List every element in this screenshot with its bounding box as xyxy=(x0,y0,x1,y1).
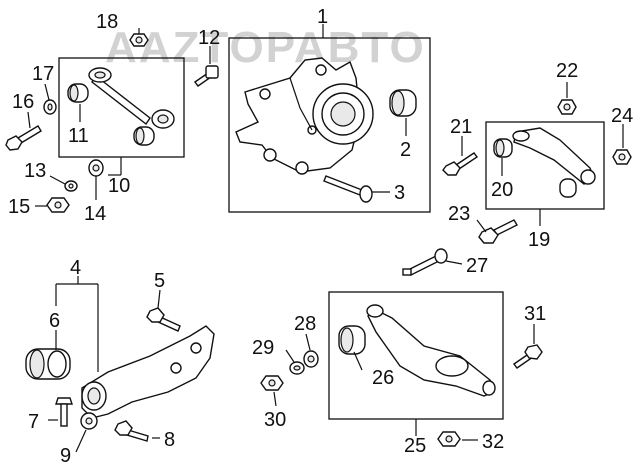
washer-13 xyxy=(64,180,78,192)
callout-25: 25 xyxy=(404,435,426,457)
long-bolt-3 xyxy=(323,175,373,203)
bolt-31 xyxy=(513,344,543,369)
washer-29 xyxy=(289,361,305,375)
callout-27: 27 xyxy=(466,255,488,277)
nut-15 xyxy=(46,197,70,213)
callout-1: 1 xyxy=(317,6,328,28)
callout-30: 30 xyxy=(264,409,286,431)
bolt-16 xyxy=(5,125,42,151)
nut-18 xyxy=(129,33,149,47)
callout-22: 22 xyxy=(556,60,578,82)
callout-15: 15 xyxy=(8,196,30,218)
callout-23: 23 xyxy=(448,203,470,225)
nut-30 xyxy=(260,375,284,391)
washer-17 xyxy=(43,99,57,115)
bolt-7 xyxy=(55,397,73,427)
long-bolt-27 xyxy=(402,248,448,276)
callout-16: 16 xyxy=(12,91,34,113)
callout-17: 17 xyxy=(32,63,54,85)
bolt-12 xyxy=(194,65,219,87)
lower-control-arm xyxy=(338,304,496,397)
callout-8: 8 xyxy=(164,429,175,451)
callout-6: 6 xyxy=(49,310,60,332)
lower-trailing-arm xyxy=(25,325,215,419)
callout-5: 5 xyxy=(154,270,165,292)
bolt-23 xyxy=(478,219,518,244)
callout-12: 12 xyxy=(198,27,220,49)
callout-10: 10 xyxy=(108,175,130,197)
callout-20: 20 xyxy=(491,179,513,201)
knuckle-bushing xyxy=(389,89,417,117)
bolt-8 xyxy=(114,420,149,442)
callout-9: 9 xyxy=(60,445,71,467)
callout-18: 18 xyxy=(96,11,118,33)
box-arm-19 xyxy=(485,121,605,210)
washer-28 xyxy=(303,350,319,368)
nut-22 xyxy=(557,99,577,115)
bolt-5 xyxy=(146,307,181,332)
callout-2: 2 xyxy=(400,139,411,161)
callout-29: 29 xyxy=(252,337,274,359)
watermark: AAZTOPABTO xyxy=(105,23,426,72)
washer-9 xyxy=(80,412,98,430)
steering-knuckle xyxy=(235,57,374,175)
washer-14 xyxy=(88,159,104,177)
callout-4: 4 xyxy=(70,257,81,279)
callout-31: 31 xyxy=(524,303,546,325)
callout-32: 32 xyxy=(482,431,504,453)
nut-32 xyxy=(437,431,461,447)
box-knuckle xyxy=(228,37,431,213)
callout-13: 13 xyxy=(24,160,46,182)
bolt-21 xyxy=(442,152,479,176)
callout-21: 21 xyxy=(450,116,472,138)
callout-7: 7 xyxy=(28,411,39,433)
callout-23-24-placeholder: 24 xyxy=(611,105,633,127)
callouts: 1 2 3 4 5 6 7 8 9 10 11 12 13 14 15 16 1… xyxy=(8,6,633,467)
callout-19: 19 xyxy=(528,229,550,251)
callout-3: 3 xyxy=(394,182,405,204)
nut-24 xyxy=(612,149,632,165)
trailing-arm-19 xyxy=(493,127,596,198)
callout-26: 26 xyxy=(372,367,394,389)
callout-11: 11 xyxy=(68,125,89,147)
callout-14: 14 xyxy=(84,203,106,225)
leader-lines xyxy=(27,24,624,453)
callout-28: 28 xyxy=(294,313,316,335)
upper-control-arm xyxy=(67,67,175,146)
